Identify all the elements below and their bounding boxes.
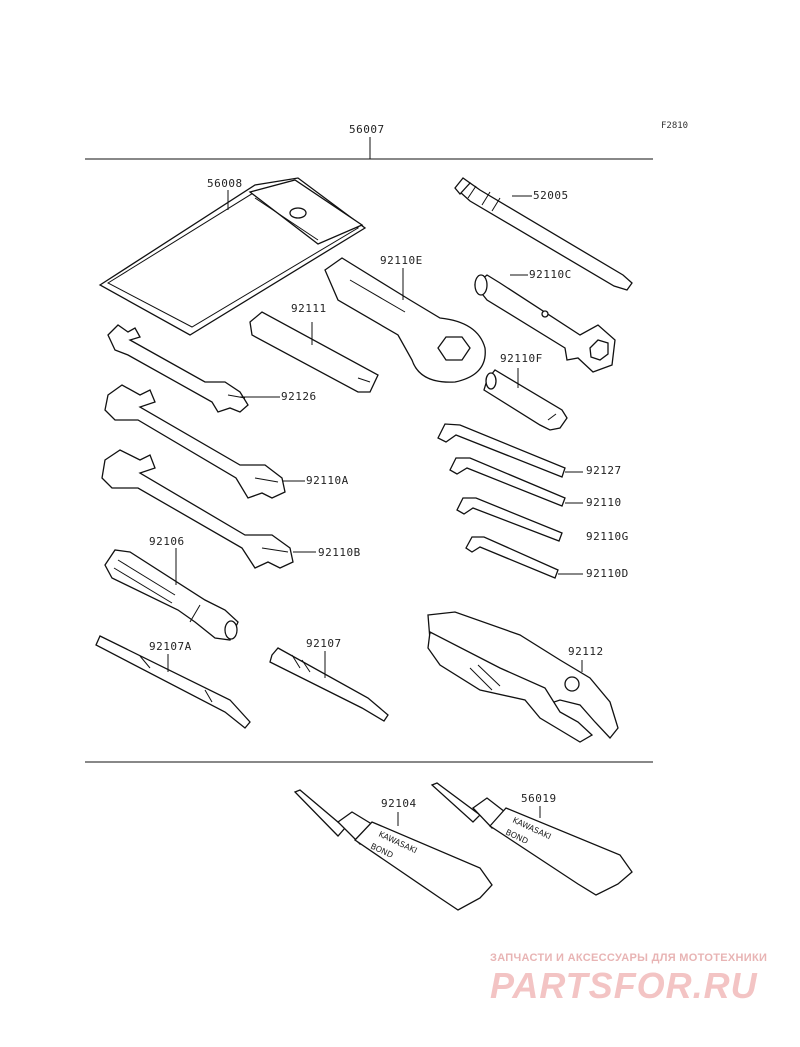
open-wrench-92126 bbox=[107, 324, 280, 413]
pliers-92112 bbox=[427, 611, 619, 743]
handle-bar-92111 bbox=[249, 311, 379, 393]
bond-tube-56019: KAWASAKI BOND bbox=[430, 782, 633, 896]
hex-key-92110 bbox=[449, 457, 583, 507]
part-number-92110E: 92110E bbox=[380, 254, 423, 267]
open-wrench-92110B bbox=[101, 449, 316, 569]
part-number-92110B: 92110B bbox=[318, 546, 361, 559]
screwdriver-handle-92106 bbox=[104, 548, 239, 641]
hex-key-92110G bbox=[456, 497, 563, 542]
part-number-92111: 92111 bbox=[291, 302, 327, 315]
part-number-56019: 56019 bbox=[521, 792, 557, 805]
screwdriver-52005 bbox=[454, 177, 633, 291]
part-number-92110C: 92110C bbox=[529, 268, 572, 281]
part-number-92107A: 92107A bbox=[149, 640, 192, 653]
part-number-92110D: 92110D bbox=[586, 567, 629, 580]
screwdriver-bit-92107 bbox=[269, 647, 389, 722]
part-number-92106: 92106 bbox=[149, 535, 185, 548]
part-number-56007: 56007 bbox=[349, 123, 385, 136]
part-number-56008: 56008 bbox=[207, 177, 243, 190]
part-number-92104: 92104 bbox=[381, 797, 417, 810]
part-number-92110: 92110 bbox=[586, 496, 622, 509]
part-number-92110A: 92110A bbox=[306, 474, 349, 487]
part-number-92110G: 92110G bbox=[586, 530, 629, 543]
hex-key-92127 bbox=[437, 423, 583, 478]
part-number-92126: 92126 bbox=[281, 390, 317, 403]
part-number-52005: 52005 bbox=[533, 189, 569, 202]
part-number-92127: 92127 bbox=[586, 464, 622, 477]
tool-bag-56008 bbox=[98, 177, 367, 336]
part-number-92107: 92107 bbox=[306, 637, 342, 650]
open-wrench-92110A bbox=[104, 384, 305, 499]
ring-wrench-92110E bbox=[324, 257, 486, 383]
part-number-92110F: 92110F bbox=[500, 352, 543, 365]
watermark-caption: ЗАПЧАСТИ И АКСЕССУАРЫ ДЛЯ МОТОТЕХНИКИ bbox=[490, 952, 768, 964]
watermark-logo: PARTSFOR.RU bbox=[490, 965, 758, 1006]
socket-wrench-92110C bbox=[474, 274, 616, 373]
box-wrench-92110F bbox=[483, 368, 568, 431]
bond-tube-92104: KAWASAKI BOND bbox=[293, 789, 493, 911]
hex-key-92110D bbox=[465, 536, 583, 579]
part-number-92112: 92112 bbox=[568, 645, 604, 658]
screwdriver-bit-92107A bbox=[95, 635, 251, 729]
figure-code: F2810 bbox=[661, 121, 689, 131]
